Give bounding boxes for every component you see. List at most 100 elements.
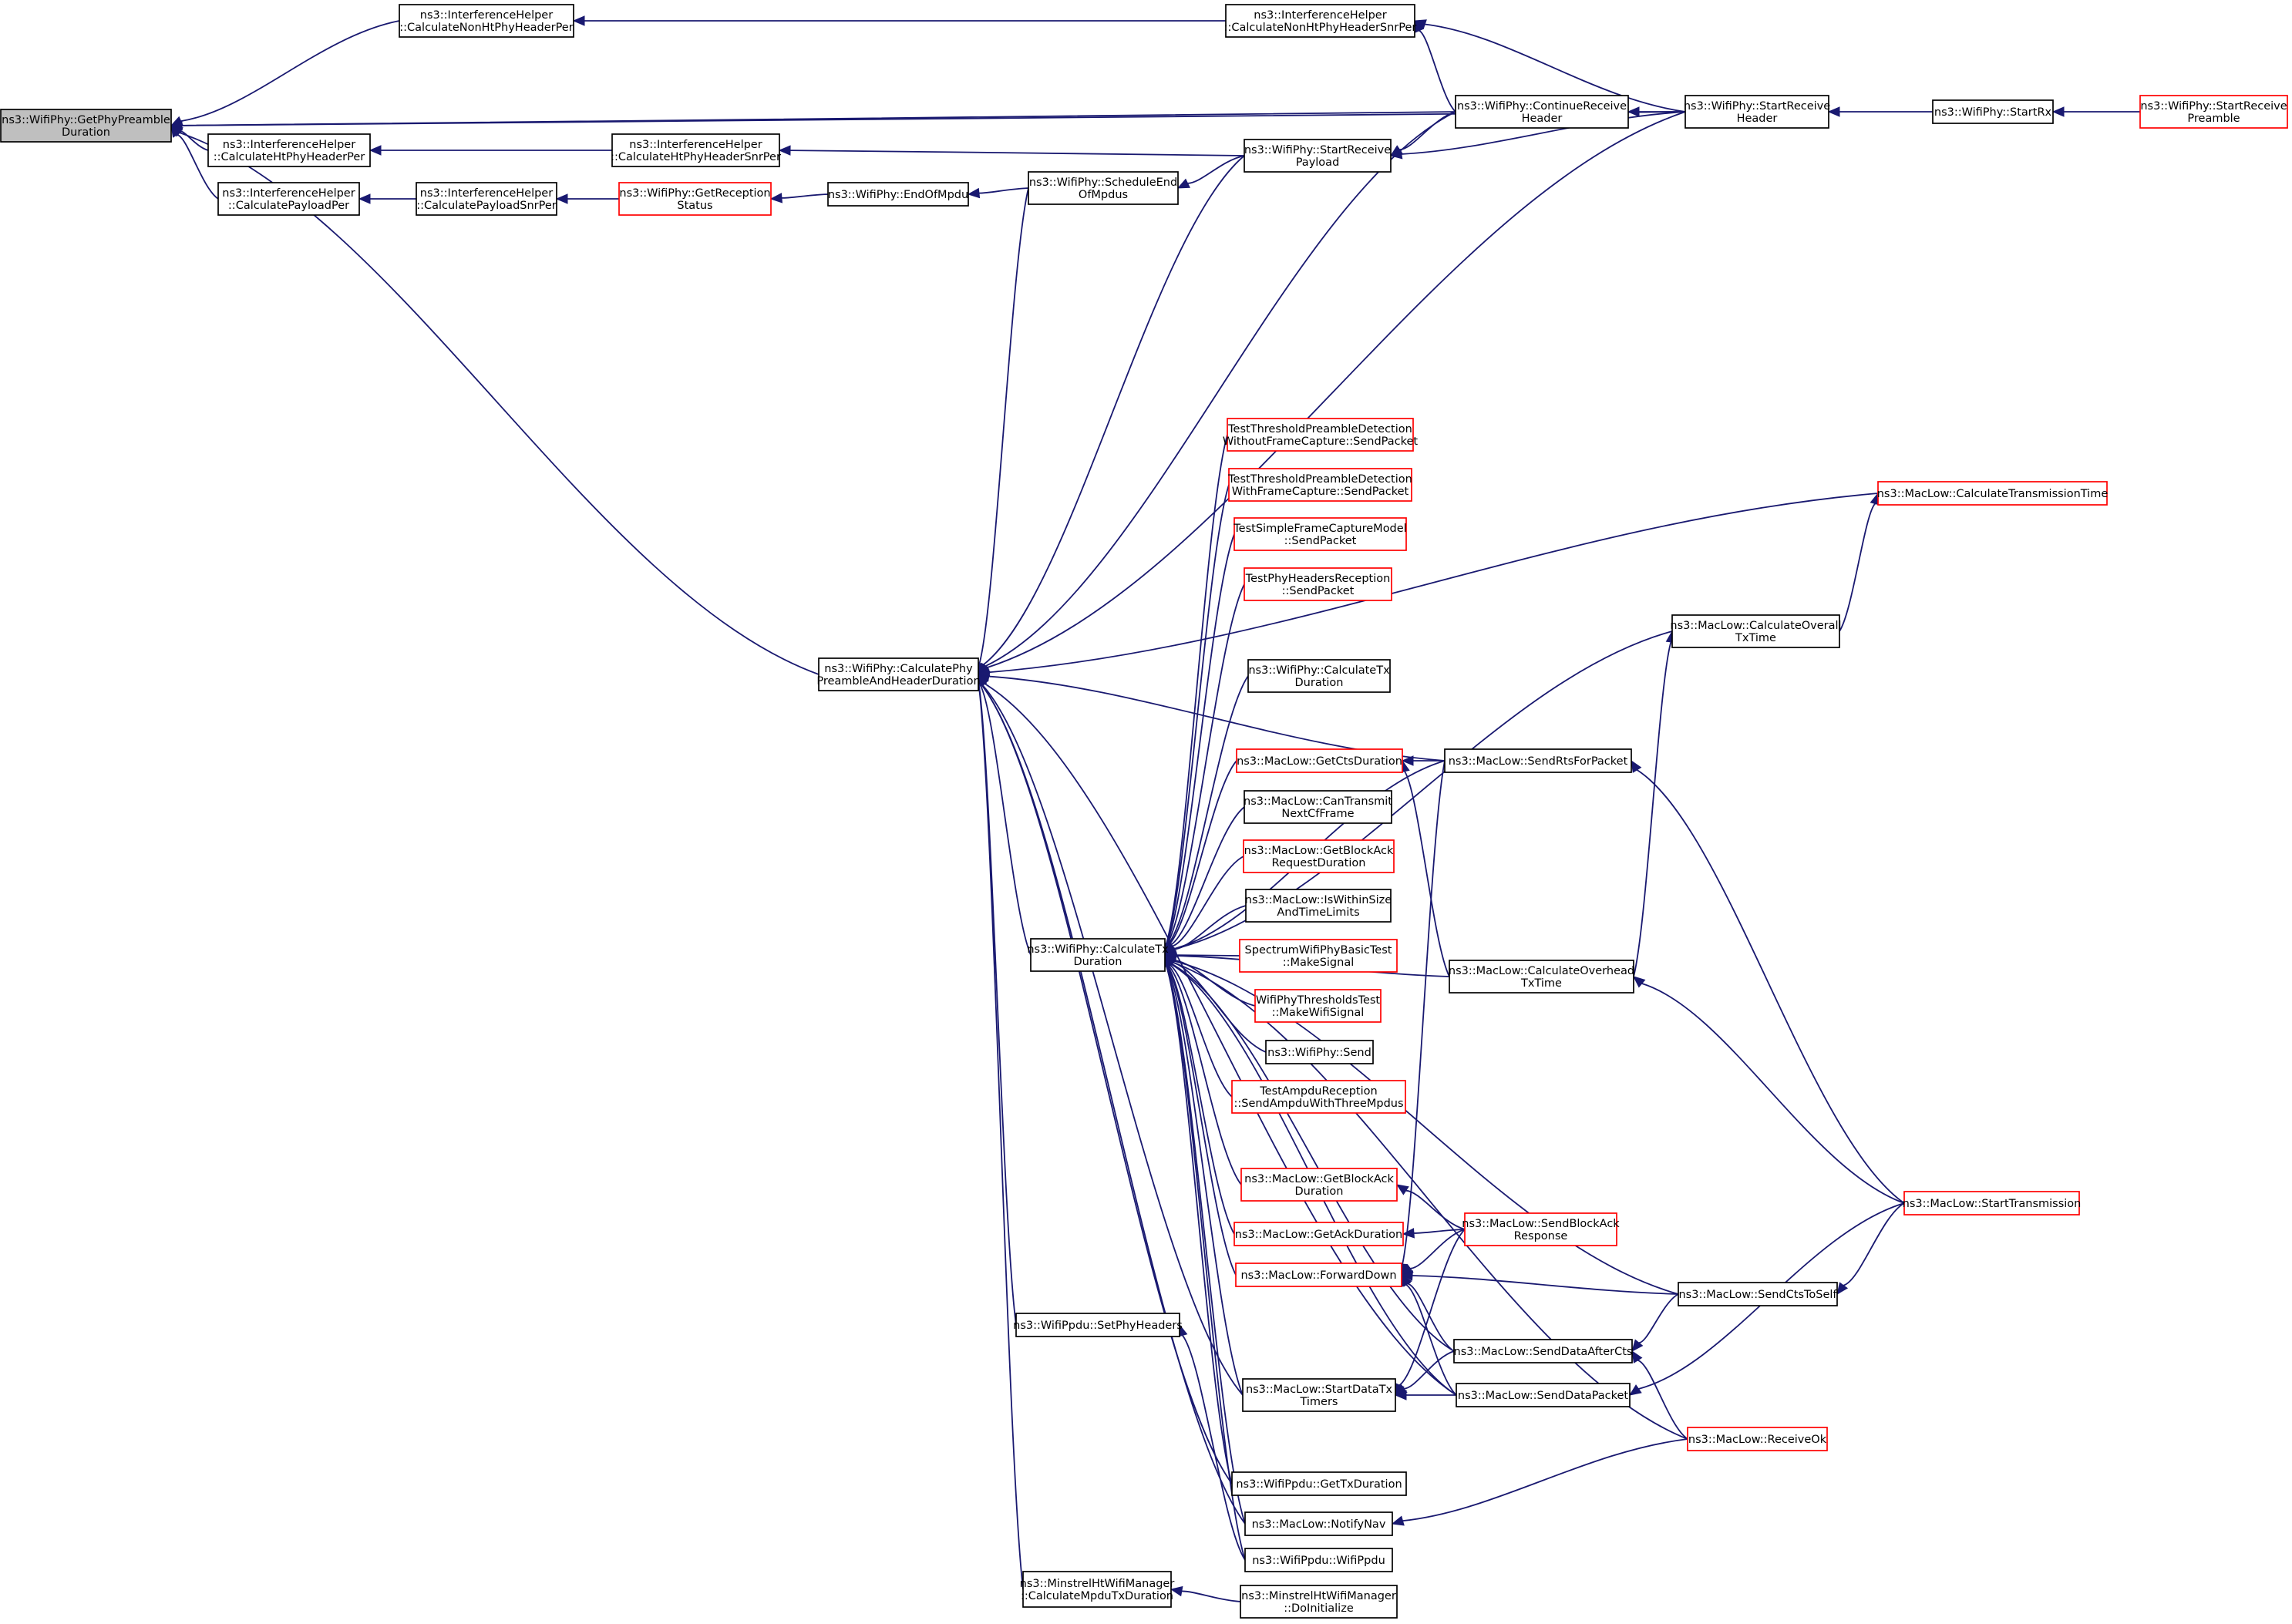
edge-arrowhead — [555, 193, 568, 204]
node-testthresholdpreambledetection-withoutframecapture-sendpacket[interactable]: TestThresholdPreambleDetectionWithoutFra… — [1223, 418, 1419, 452]
edge-line — [789, 150, 1245, 156]
node-label: Header — [1522, 113, 1563, 125]
edge-n3-to-n2 — [1414, 19, 1456, 113]
node-testphyheadersreception-sendpacket[interactable]: TestPhyHeadersReception::SendPacket — [1244, 567, 1392, 601]
edge-line — [1402, 1438, 1688, 1522]
node-ns3-wifippdu-setphyheaders[interactable]: ns3::WifiPpdu::SetPhyHeaders — [1013, 1313, 1183, 1337]
edge-arrowhead — [967, 187, 981, 199]
node-label: NextCfFrame — [1281, 808, 1354, 820]
edge-arrowhead — [572, 15, 585, 26]
node-ns3-maclow-sendctstoself[interactable]: ns3::MacLow::SendCtsToSelf — [1678, 1282, 1838, 1306]
node-wifiphythresholdstest-makewifisignal[interactable]: WifiPhyThresholdsTest::MakeWifiSignal — [1254, 989, 1382, 1023]
node-label: ns3::WifiPhy::GetPhyPreamble — [2, 114, 170, 126]
node-box — [399, 4, 574, 38]
node-ns3-maclow-senddataaftercts[interactable]: ns3::MacLow::SendDataAfterCts — [1453, 1339, 1633, 1363]
edge-n3-to-n9 — [1389, 111, 1456, 156]
node-box — [1228, 468, 1412, 502]
node-ns3-wifippdu-wifippdu[interactable]: ns3::WifiPpdu::WifiPpdu — [1244, 1548, 1393, 1572]
node-ns3-maclow-receiveok[interactable]: ns3::MacLow::ReceiveOk — [1687, 1427, 1828, 1451]
edge-line — [1407, 1283, 1455, 1352]
edge-n1-to-n0 — [170, 20, 400, 126]
node-box — [1030, 938, 1166, 972]
node-ns3-interferencehelper-calculatehtphyheadersnrper[interactable]: ns3::InterferenceHelper::CalculateHtPhyH… — [611, 133, 781, 167]
node-label: ns3::InterferenceHelper — [223, 139, 355, 151]
node-label: TestThresholdPreambleDetection — [1227, 473, 1412, 486]
edge-arrowhead — [170, 125, 183, 137]
node-label: ns3::MacLow::SendBlockAck — [1462, 1218, 1620, 1230]
node-label: ns3::MinstrelHtWifiManager — [1241, 1590, 1396, 1602]
node-ns3-wifiphy-startrx[interactable]: ns3::WifiPhy::StartRx — [1932, 99, 2054, 124]
node-box — [1453, 1339, 1633, 1363]
node-box — [1449, 960, 1634, 994]
edge-line — [978, 187, 1029, 664]
node-box — [2139, 95, 2288, 129]
edge-n4-to-n2 — [1413, 19, 1686, 113]
node-box — [1903, 1191, 2080, 1215]
node-box — [1240, 1585, 1398, 1619]
edge-n47-to-n33 — [1394, 1390, 1456, 1400]
node-ns3-interferencehelper-calculatepayloadper[interactable]: ns3::InterferenceHelper::CalculatePayloa… — [217, 182, 360, 216]
node-ns3-maclow-starttransmission[interactable]: ns3::MacLow::StartTransmission — [1903, 1191, 2082, 1215]
node-box — [1225, 4, 1415, 38]
node-ns3-wifippdu-gettxduration[interactable]: ns3::WifiPpdu::GetTxDuration — [1231, 1471, 1407, 1496]
node-ns3-interferencehelper-calculatenonhtphyheadersnrper[interactable]: ns3::InterferenceHelper::CalculateNonHtP… — [1224, 4, 1417, 38]
node-box — [207, 133, 371, 167]
node-ns3-maclow-senddatapacket[interactable]: ns3::MacLow::SendDataPacket — [1456, 1383, 1631, 1407]
node-box — [1685, 95, 1829, 129]
node-box — [1245, 889, 1392, 923]
edge-line — [1633, 641, 1672, 977]
edge-arrowhead — [1395, 1184, 1409, 1195]
node-ns3-maclow-forwarddown[interactable]: ns3::MacLow::ForwardDown — [1235, 1263, 1402, 1287]
edge-n11-to-n10 — [358, 193, 417, 204]
edge-line — [1413, 1229, 1466, 1234]
node-ns3-minstrelhtwifimanager-doinitialize[interactable]: ns3::MinstrelHtWifiManager::DoInitialize — [1240, 1585, 1398, 1619]
edge-arrowhead — [1176, 178, 1190, 189]
node-box — [1932, 99, 2054, 124]
node-testsimpleframecapturemodel-sendpacket[interactable]: TestSimpleFrameCaptureModel::SendPacket — [1233, 517, 1407, 551]
node-label: ::CalculateMpduTxDuration — [1021, 1590, 1173, 1602]
node-ns3-wifiphy-endofmpdu[interactable]: ns3::WifiPhy::EndOfMpdu — [827, 182, 969, 207]
node-ns3-interferencehelper-calculatenonhtphyheaderper[interactable]: ns3::InterferenceHelper::CalculateNonHtP… — [399, 4, 574, 38]
node-ns3-interferencehelper-calculatehtphyheaderper[interactable]: ns3::InterferenceHelper::CalculateHtPhyH… — [207, 133, 371, 167]
node-ns3-minstrelhtwifimanager-calculatempdutxduration[interactable]: ns3::MinstrelHtWifiManager::CalculateMpd… — [1020, 1571, 1175, 1608]
node-ns3-maclow-notifynav[interactable]: ns3::MacLow::NotifyNav — [1244, 1511, 1393, 1536]
edge-n48-to-n42 — [1631, 759, 1905, 1204]
node-label: ns3::MacLow::SendCtsToSelf — [1678, 1289, 1837, 1301]
edge-n9-to-n8 — [778, 145, 1245, 156]
node-ns3-interferencehelper-calculatepayloadsnrper[interactable]: ns3::InterferenceHelper::CalculatePayloa… — [416, 182, 557, 216]
node-ns3-wifiphy-send[interactable]: ns3::WifiPhy::Send — [1265, 1040, 1374, 1064]
node-box — [1244, 139, 1392, 173]
node-ns3-wifiphy-calculatephy-preambleandheaderduration[interactable]: ns3::WifiPhy::CalculatePhyPreambleAndHea… — [816, 657, 981, 691]
node-ns3-maclow-getackduration[interactable]: ns3::MacLow::GetAckDuration — [1234, 1222, 1404, 1246]
edge-line — [1166, 533, 1235, 945]
node-ns3-maclow-calculatetransmissiontime[interactable]: ns3::MacLow::CalculateTransmissionTime — [1877, 481, 2109, 506]
node-spectrumwifiphybasictest-makesignal[interactable]: SpectrumWifiPhyBasicTest::MakeSignal — [1239, 939, 1398, 973]
node-label: ::CalculateNonHtPhyHeaderSnrPer — [1224, 22, 1417, 34]
node-ns3-maclow-getctsduration[interactable]: ns3::MacLow::GetCtsDuration — [1236, 748, 1403, 773]
node-testthresholdpreambledetection-withframecapture-sendpacket[interactable]: TestThresholdPreambleDetectionWithFrameC… — [1227, 468, 1412, 502]
node-label: ns3::MacLow::CalculateOverall — [1670, 620, 1841, 632]
node-label: ::CalculatePayloadSnrPer — [416, 200, 557, 212]
edge-n40-to-n15 — [977, 493, 1879, 678]
edge-line — [981, 684, 1233, 1484]
node-testampdureception-sendampduwiththreempdus[interactable]: TestAmpduReception::SendAmpduWithThreeMp… — [1231, 1080, 1406, 1114]
node-label: ::SendAmpduWithThreeMpdus — [1234, 1098, 1403, 1110]
node-ns3-maclow-sendrtsforpacket[interactable]: ns3::MacLow::SendRtsForPacket — [1444, 748, 1632, 773]
